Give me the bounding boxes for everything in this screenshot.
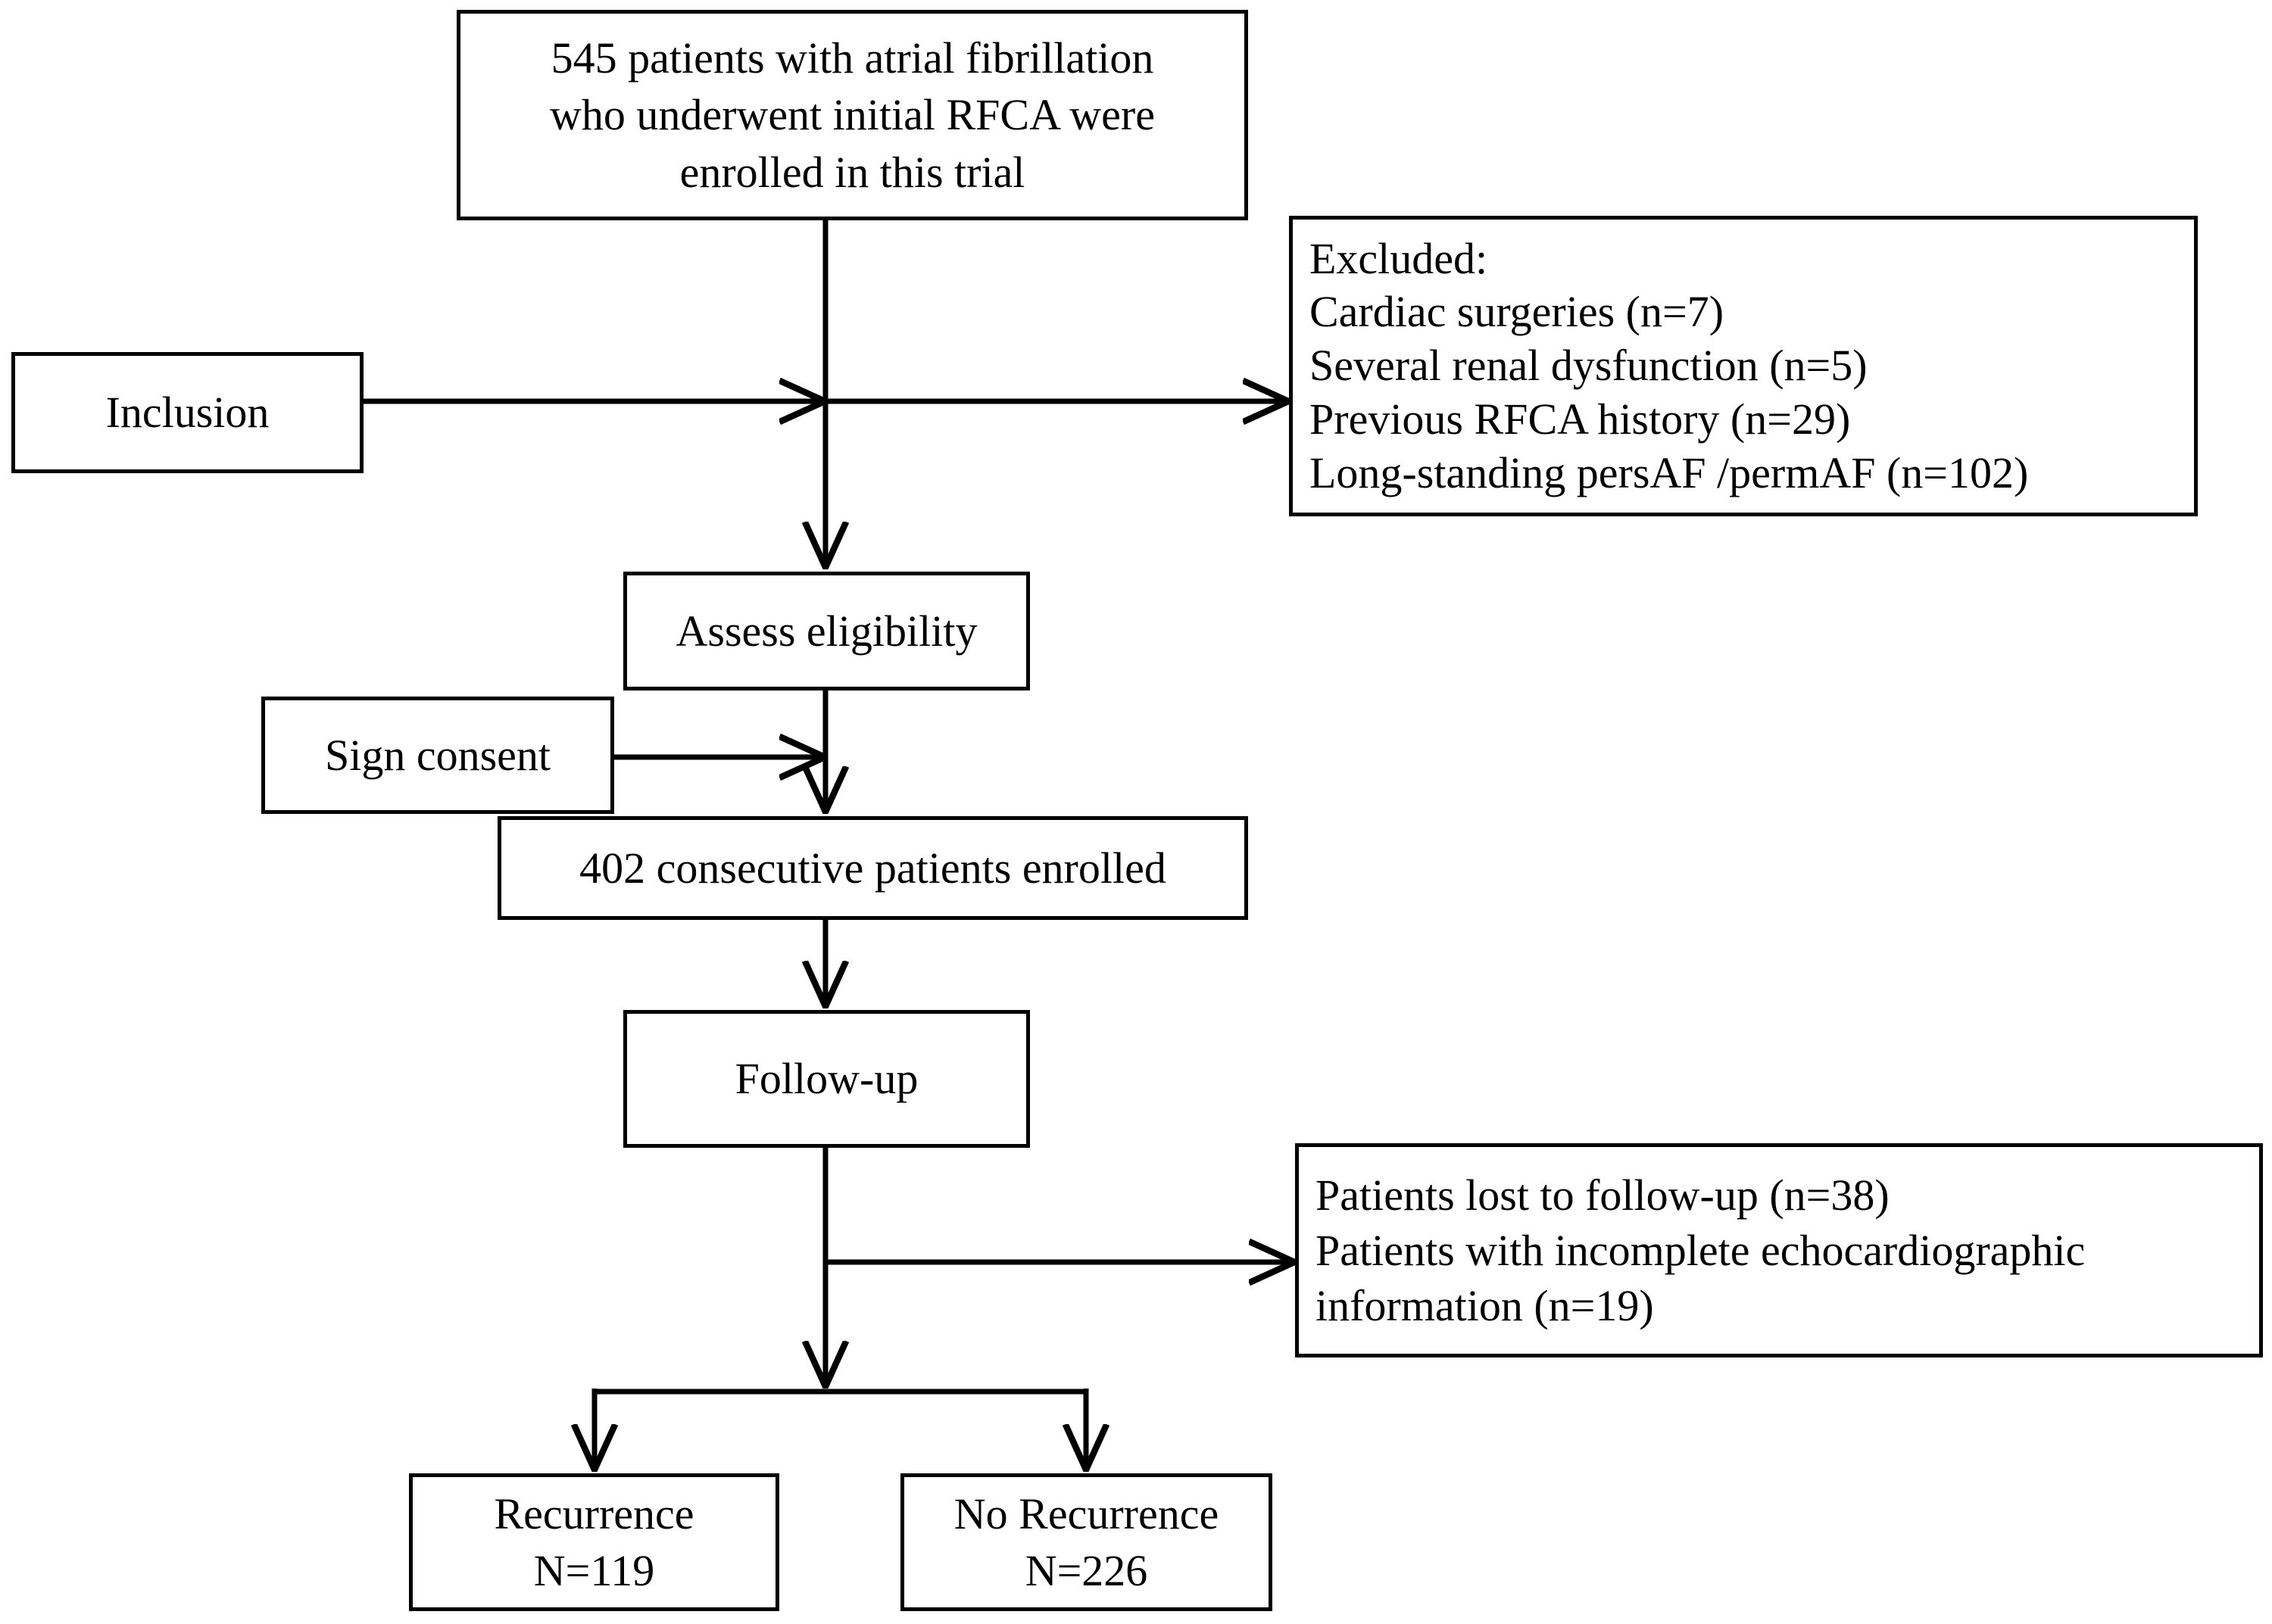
- node-recurrence[interactable]: Recurrence N=119: [409, 1473, 779, 1611]
- node-excluded-line-2: Cardiac surgeries (n=7): [1309, 287, 1724, 337]
- node-enrolled-top-line-2: who underwent initial RFCA were: [549, 90, 1155, 140]
- node-excluded-line-1: Excluded:: [1309, 233, 1488, 283]
- node-enrolled-top-line-3: enrolled in this trial: [679, 147, 1025, 197]
- node-follow-up-label: Follow-up: [735, 1054, 919, 1104]
- node-sign-consent-label: Sign consent: [324, 730, 551, 780]
- node-follow-up[interactable]: Follow-up: [623, 1010, 1030, 1148]
- node-enrolled-top[interactable]: 545 patients with atrial fibrillation wh…: [457, 10, 1248, 220]
- node-recurrence-label: Recurrence: [494, 1488, 694, 1538]
- node-consecutive-enrolled[interactable]: 402 consecutive patients enrolled: [498, 816, 1248, 920]
- node-lost-followup-line-2: Patients with incomplete echocardiograph…: [1315, 1225, 2086, 1275]
- node-lost-followup-line-3: information (n=19): [1315, 1281, 1654, 1331]
- node-no-recurrence-count: N=226: [1025, 1546, 1148, 1595]
- node-sign-consent[interactable]: Sign consent: [261, 697, 614, 814]
- node-consecutive-enrolled-label: 402 consecutive patients enrolled: [579, 843, 1166, 893]
- node-lost-followup-line-1: Patients lost to follow-up (n=38): [1315, 1170, 1890, 1220]
- node-excluded-line-3: Several renal dysfunction (n=5): [1309, 341, 1868, 391]
- node-excluded[interactable]: Excluded: Cardiac surgeries (n=7) Severa…: [1289, 216, 2198, 516]
- node-inclusion[interactable]: Inclusion: [11, 352, 364, 473]
- node-enrolled-top-line-1: 545 patients with atrial fibrillation: [551, 33, 1154, 83]
- node-assess-eligibility[interactable]: Assess eligibility: [623, 572, 1030, 690]
- node-excluded-line-4: Previous RFCA history (n=29): [1309, 394, 1851, 444]
- node-recurrence-count: N=119: [533, 1546, 655, 1595]
- node-no-recurrence-label: No Recurrence: [953, 1488, 1219, 1538]
- node-excluded-line-5: Long-standing persAF /permAF (n=102): [1309, 447, 2029, 497]
- node-inclusion-label: Inclusion: [105, 388, 270, 438]
- node-lost-followup[interactable]: Patients lost to follow-up (n=38) Patien…: [1295, 1143, 2263, 1357]
- node-no-recurrence[interactable]: No Recurrence N=226: [900, 1473, 1272, 1611]
- node-assess-eligibility-label: Assess eligibility: [676, 606, 978, 656]
